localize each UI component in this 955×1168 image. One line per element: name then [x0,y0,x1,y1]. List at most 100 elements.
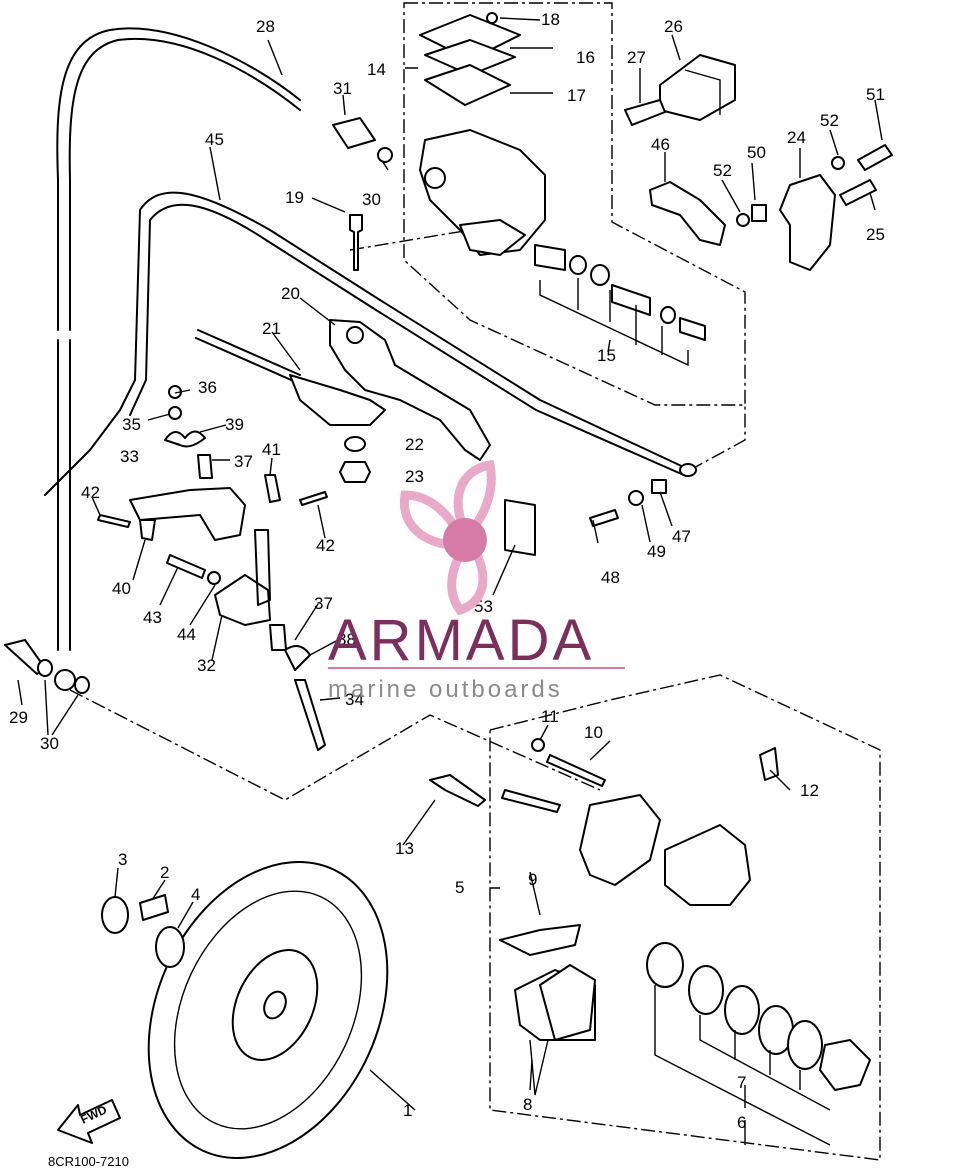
brake-disc-bore [263,990,287,1020]
arm-32 [214,574,271,626]
callout-37a: 37 [234,452,253,471]
piston-kit-15 [534,244,706,367]
callout-46: 46 [651,135,670,154]
seal-ring-3 [724,985,760,1035]
seal-leaders [654,985,831,1146]
callout-13: 13 [395,839,414,858]
master-cylinder-group-outline [403,2,746,406]
callout-14: 14 [367,60,386,79]
pin-37-upper [197,454,213,479]
callout-9: 9 [528,870,537,889]
callout-17: 17 [567,86,586,105]
master-cylinder-mount [459,219,526,256]
cable-28-lower [57,339,71,651]
callout-40: 40 [112,579,131,598]
callout-41: 41 [262,440,281,459]
callout-8: 8 [523,1095,532,1114]
callout-23: 23 [405,467,424,486]
washer-22 [344,436,366,452]
clevis-21 [289,374,386,426]
bolt-34 [294,679,326,751]
callout-36: 36 [198,378,217,397]
screw-18 [486,12,498,24]
callout-6: 6 [737,1113,746,1132]
pin-10 [546,754,606,787]
callout-29: 29 [9,708,28,727]
bolt-25 [839,179,877,206]
callout-33: 33 [120,447,139,466]
nut-23 [339,461,371,483]
link-plate [254,529,271,606]
callout-15: 15 [597,346,616,365]
circlip-3 [101,896,129,934]
washer-4 [155,926,185,968]
callout-37b: 37 [314,594,333,613]
cap-47 [651,479,667,494]
caliper-body-5 [664,824,751,906]
watermark: ARMADA marine outboards [328,459,625,703]
washer-30b [74,676,90,694]
cable-end-lower [44,409,121,496]
callout-52b: 52 [820,111,839,130]
watermark-brand: ARMADA [328,608,594,673]
callout-20: 20 [281,284,300,303]
callout-51: 51 [866,85,885,104]
cable-45-inner [129,203,377,416]
callout-28: 28 [256,17,275,36]
forward-arrow-icon: FWD [57,1099,121,1144]
bolt-19 [349,214,363,271]
callout-42b: 42 [316,536,335,555]
watermark-tagline: marine outboards [328,676,563,703]
bolt-13 [429,774,486,807]
callout-48: 48 [601,568,620,587]
bracket-24 [779,174,836,271]
seal-ring-2 [688,965,724,1015]
leader-lines [17,17,883,1145]
cable-45-extension [375,299,691,477]
nut-35 [168,406,182,420]
seal-ring-5 [787,1020,823,1070]
cable-end-eyelet [679,463,697,477]
pedal-46 [649,181,726,246]
callout-10: 10 [584,723,603,742]
spring-39 [164,430,206,448]
callout-50: 50 [747,143,766,162]
washer-52b [831,156,845,170]
washer-30a [37,659,53,677]
switch-26 [659,54,736,121]
washer-30-top [377,147,393,163]
clip-27 [624,99,666,126]
washer-52a [736,213,750,227]
pad-leader [529,1039,549,1096]
caliper-bracket [579,794,661,886]
callout-11: 11 [541,707,559,726]
master-cylinder-port [424,167,446,189]
pedal-link-lines [69,229,746,801]
callout-45: 45 [205,130,224,149]
caliper-bolt [501,789,561,813]
callout-34: 34 [345,690,364,709]
cable-28-inner [68,38,301,331]
callout-43: 43 [143,608,162,627]
clevis-40 [139,519,156,541]
bolt-43 [166,554,206,579]
callout-21: 21 [262,319,281,338]
diaphragm-plate [424,39,516,76]
callout-1: 1 [403,1101,412,1120]
propeller-icon [399,459,496,616]
callout-26: 26 [664,17,683,36]
callout-35: 35 [122,415,141,434]
callout-4: 4 [191,885,200,904]
callout-49: 49 [647,542,666,561]
brake-pad-8b [539,964,596,1041]
adjuster-31 [332,117,376,149]
pad-spring-9 [499,924,581,956]
pin-37-lower [269,624,287,651]
callout-18: 18 [541,10,560,29]
callout-16: 16 [576,48,595,67]
callout-19: 19 [285,188,304,207]
plug-11 [531,738,545,752]
callout-47: 47 [672,527,691,546]
